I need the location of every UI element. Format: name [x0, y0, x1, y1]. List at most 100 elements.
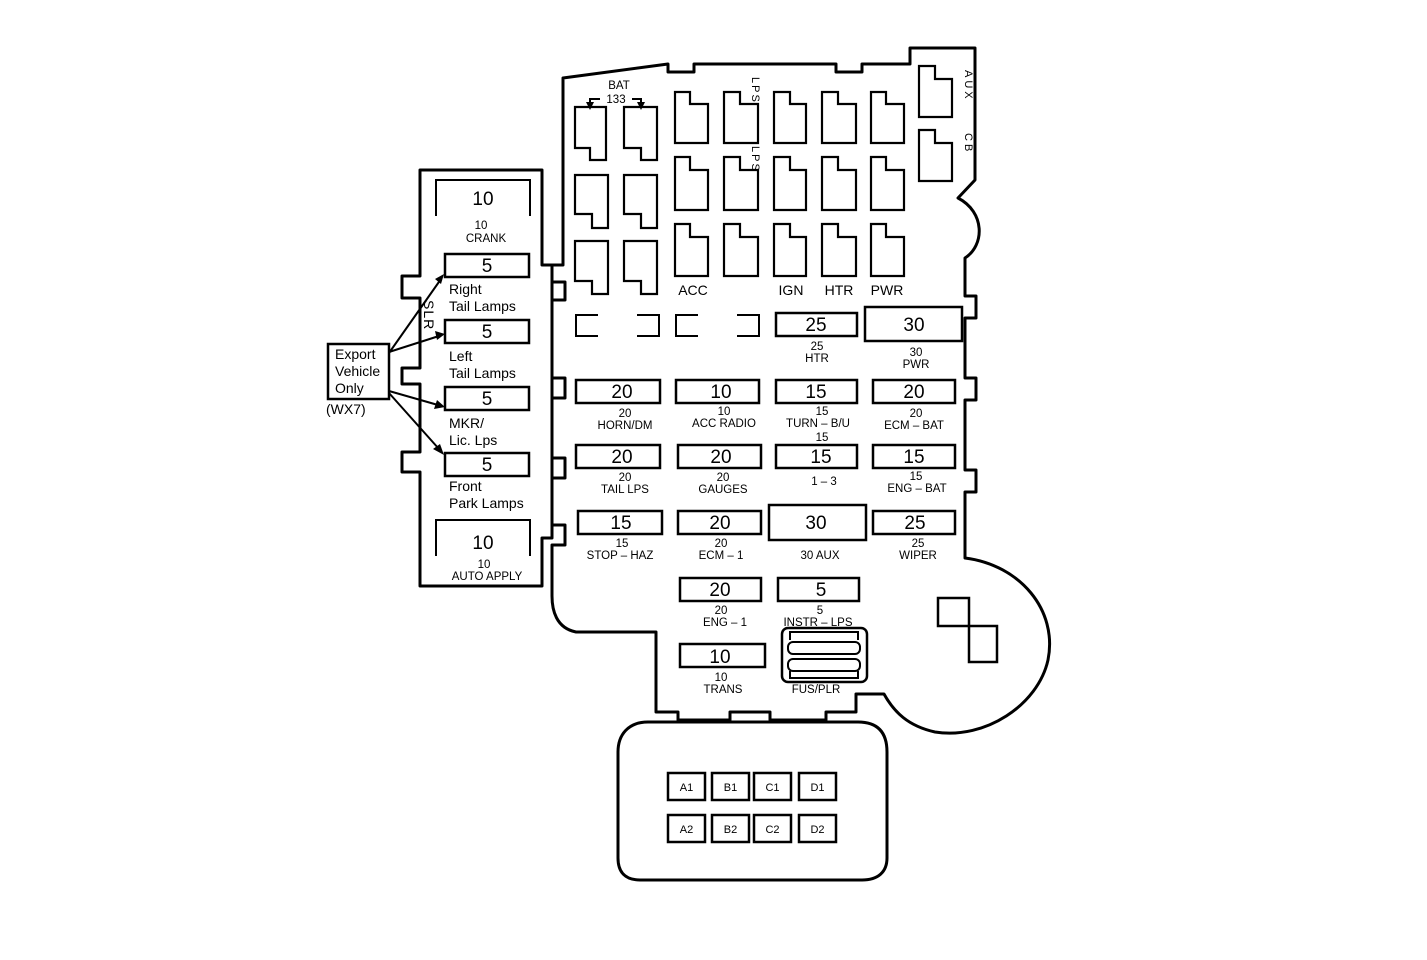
- relay-ign-top: [772, 90, 808, 145]
- relay-pwr-mid: [869, 155, 906, 212]
- fuse-stop-haz-num: 15: [616, 538, 629, 550]
- relay-grid: [573, 64, 954, 296]
- slr-fuse-left-tail-l2: Tail Lamps: [449, 365, 516, 381]
- bat-number: 133: [606, 94, 625, 106]
- fuse-trans: 10 10 TRANS: [678, 642, 767, 696]
- slr-fuse-mkr: 5 MKR/ Lic. Lps: [443, 385, 531, 448]
- fuse-horn: 20 20 HORN/DM: [574, 378, 662, 432]
- fuse-htr-num: 25: [811, 341, 824, 353]
- lobe-square-1: [936, 596, 971, 628]
- fuse-eng-1-value: 20: [709, 580, 730, 601]
- cb-label: CB: [962, 133, 974, 154]
- arrow-right-tail: [388, 278, 442, 354]
- fuse-gauges: 20 20 GAUGES: [676, 443, 763, 496]
- fuse-trans-num: 10: [715, 672, 728, 684]
- fuse-instr-lps-value: 5: [816, 580, 827, 601]
- connector-label: A2: [680, 824, 693, 836]
- empty-fuse-slots: [575, 314, 760, 337]
- arrowhead-front-park: [433, 444, 444, 455]
- slr-fuse-right-tail: 5 Right Tail Lamps: [443, 252, 531, 314]
- fuse-eng-1-num: 20: [715, 605, 728, 617]
- relay-htr-mid: [820, 155, 858, 212]
- slr-fuse-right-tail-l2: Tail Lamps: [449, 298, 516, 314]
- fuse-ecm-bat-label: ECM – BAT: [884, 420, 944, 432]
- relay-l3-2: [622, 239, 659, 296]
- slr-fuse-front-park: 5 Front Park Lamps: [443, 451, 531, 511]
- relay-ign-mid: [772, 155, 808, 212]
- relay-l3-1: [573, 239, 610, 296]
- slr-fuse-right-tail-l1: Right: [449, 281, 482, 297]
- connector-label: C2: [765, 824, 779, 836]
- fuse-pwr-label: PWR: [903, 359, 930, 371]
- connector-cavity: [710, 771, 751, 802]
- fuse-instr-lps-label: INSTR – LPS: [783, 617, 852, 629]
- relay-acc-top: [673, 90, 710, 145]
- slr-fuse-mkr-l1: MKR/: [449, 415, 484, 431]
- slr-fuse-crank-label: CRANK: [466, 233, 507, 245]
- export-line1: Export: [335, 346, 376, 362]
- fuse-1-3-label: 1 – 3: [811, 476, 837, 488]
- relay-bat-1: [573, 105, 608, 162]
- fuse-tail-num: 20: [619, 472, 632, 484]
- fuse-tail: 20 20 TAIL LPS: [574, 443, 662, 496]
- fuse-gauges-value: 20: [710, 447, 731, 468]
- slr-fuse-crank-value: 10: [472, 189, 493, 210]
- connector-label: B1: [724, 782, 737, 794]
- export-line3: Only: [335, 380, 364, 396]
- fuse-aux-value: 30: [805, 513, 826, 534]
- relay-pwr-bot: [869, 222, 906, 278]
- fuse-turn-value: 15: [805, 382, 826, 403]
- fuse-ecm-1-num: 20: [715, 538, 728, 550]
- fuse-turn-label: TURN – B/U: [786, 418, 850, 430]
- fuse-gauges-label: GAUGES: [698, 484, 748, 496]
- bat-arrow-left: [586, 102, 594, 110]
- fuse-instr-lps: 5 5 INSTR – LPS: [776, 576, 861, 629]
- fuse-wiper-num: 25: [912, 538, 925, 550]
- slr-fuse-auto-apply-value: 10: [472, 533, 493, 554]
- connector-cavity: [710, 813, 751, 844]
- slr-fuse-left-tail-l1: Left: [449, 348, 472, 364]
- connector-label: B2: [724, 824, 737, 836]
- export-code: (WX7): [326, 401, 366, 417]
- fuse-stop-haz: 15 15 STOP – HAZ: [576, 509, 664, 562]
- relay-bat-2: [622, 105, 659, 162]
- fuse-trans-value: 10: [709, 647, 730, 668]
- fuse-wiper-value: 25: [904, 513, 925, 534]
- connector-cavity: [666, 771, 707, 802]
- arrow-left-tail: [388, 335, 440, 353]
- arrow-mkr: [388, 390, 439, 406]
- relay-acc-mid: [673, 155, 710, 212]
- connector-cavity: [666, 813, 707, 844]
- slr-fuse-auto-apply: 10 10 AUTO APPLY: [435, 519, 531, 583]
- connector-cavity: [752, 813, 793, 844]
- fuse-eng-bat-value: 15: [903, 447, 924, 468]
- slr-fuse-left-tail: 5 Left Tail Lamps: [443, 318, 531, 381]
- fuse-horn-label: HORN/DM: [598, 420, 653, 432]
- fuse-acc-radio: 10 10 ACC RADIO: [674, 378, 761, 430]
- connector-label: A1: [680, 782, 693, 794]
- fuse-acc-radio-value: 10: [710, 382, 731, 403]
- relay-aux: [917, 64, 954, 119]
- arrow-front-park: [388, 392, 440, 450]
- relay-lps-top: [722, 90, 760, 145]
- relay-l2-2: [622, 173, 659, 230]
- fuse-wiper-label: WIPER: [899, 550, 937, 562]
- fuse-wiper: 25 25 WIPER: [871, 509, 957, 562]
- fuse-ecm-1-label: ECM – 1: [699, 550, 744, 562]
- slr-fuse-front-park-value: 5: [482, 455, 493, 476]
- fuse-pwr: 30 30 PWR: [863, 305, 964, 371]
- connector-cavity: [752, 771, 793, 802]
- relay-label-acc: ACC: [678, 282, 708, 298]
- connector-label: D1: [810, 782, 824, 794]
- connector-cavity: [797, 771, 838, 802]
- fuse-tail-label: TAIL LPS: [601, 484, 649, 496]
- relay-ign-bot: [772, 222, 808, 278]
- slr-fuse-mkr-value: 5: [482, 389, 493, 410]
- connector-label: D2: [810, 824, 824, 836]
- fuse-ecm-bat: 20 20 ECM – BAT: [871, 378, 957, 432]
- fuse-pwr-value: 30: [903, 315, 924, 336]
- fuse-puller: FUS/PLR: [780, 626, 869, 696]
- relay-label-htr: HTR: [825, 282, 854, 298]
- bat-arrow-right: [637, 102, 645, 110]
